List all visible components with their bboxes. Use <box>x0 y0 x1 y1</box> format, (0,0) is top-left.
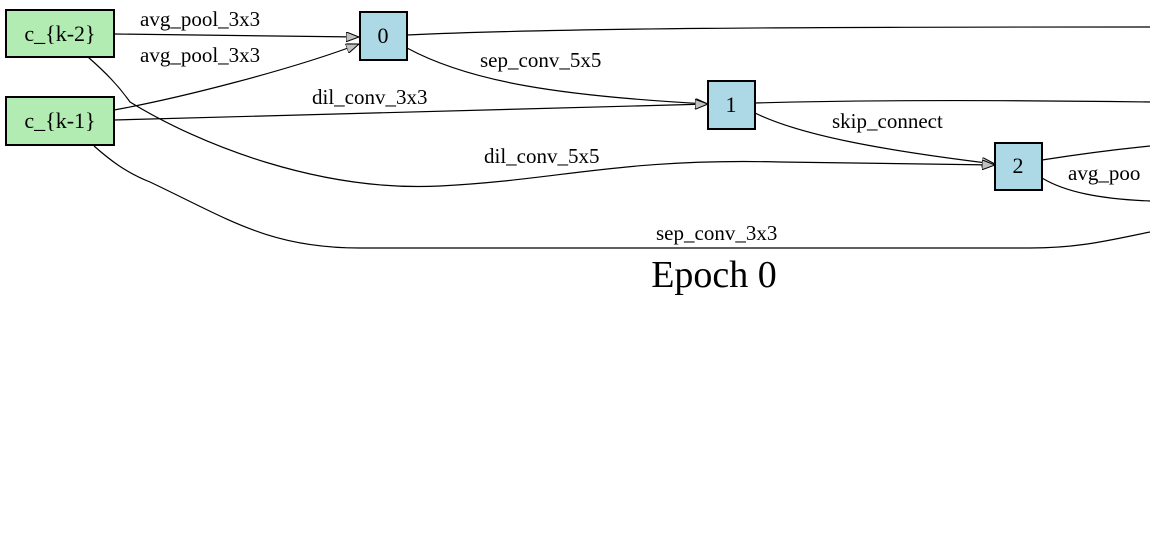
edge-ck1-to-node0 <box>113 44 359 111</box>
edge-ck2-to-node2 <box>87 56 995 188</box>
edge-label-node0-node1: sep_conv_5x5 <box>480 48 601 72</box>
edge-node0-to-output <box>406 26 1150 36</box>
input-node-ck2-label: c_{k-2} <box>24 21 95 46</box>
edge-label-ck2-node2: dil_conv_5x5 <box>484 144 600 168</box>
edge-label-ck1-output: sep_conv_3x3 <box>656 221 777 245</box>
input-node-ck1-label: c_{k-1} <box>24 108 95 133</box>
edge-node2-to-output-lower <box>1041 177 1150 202</box>
edge-ck1-to-node1 <box>113 104 708 121</box>
edge-label-node1-node2: skip_connect <box>832 109 943 133</box>
edge-ck2-to-node0 <box>113 34 359 37</box>
edge-ck1-to-output <box>93 145 1150 249</box>
input-node-ck2 <box>5 9 115 58</box>
edge-node1-to-node2 <box>754 112 995 164</box>
edge-label-ck2-node0: avg_pool_3x3 <box>140 7 260 31</box>
edge-node1-to-output <box>754 100 1150 104</box>
diagram-title: Epoch 0 <box>651 254 777 296</box>
input-node-ck1 <box>5 96 115 146</box>
node-0 <box>359 11 408 61</box>
edge-node0-to-node1 <box>406 47 708 104</box>
node-0-label: 0 <box>378 23 389 48</box>
node-1 <box>707 80 756 130</box>
edge-label-ck1-node0: avg_pool_3x3 <box>140 43 260 67</box>
node-2-label: 2 <box>1013 153 1024 178</box>
edge-label-ck1-node1: dil_conv_3x3 <box>312 85 428 109</box>
node-1-label: 1 <box>726 92 737 117</box>
node-2 <box>994 142 1043 191</box>
edge-label-node2-output: avg_poo <box>1068 161 1140 185</box>
edge-node2-to-output-upper <box>1041 145 1150 161</box>
